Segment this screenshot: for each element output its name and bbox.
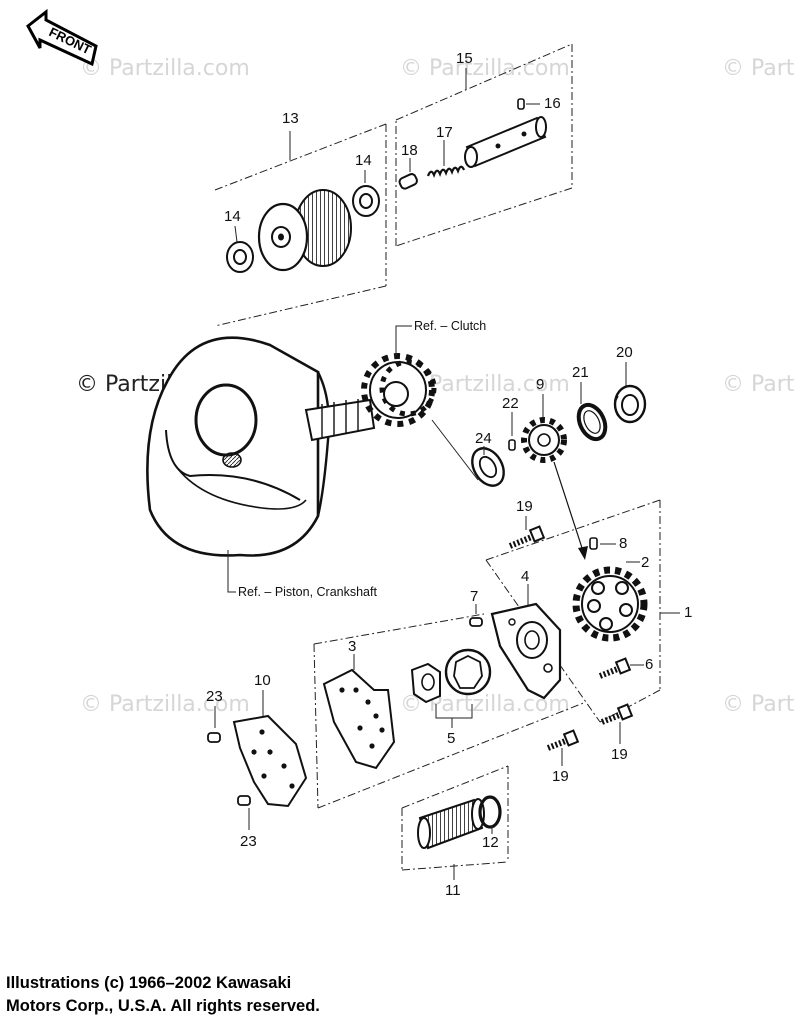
group-box-15 — [395, 43, 573, 247]
part-label-9: 9 — [536, 376, 545, 393]
part-label-20: 20 — [616, 344, 633, 361]
part-label-2: 2 — [641, 554, 650, 571]
copyright-line-2: Motors Corp., U.S.A. All rights reserved… — [6, 997, 320, 1015]
watermark: © Partzilla.com — [400, 372, 570, 397]
copyright-line-1: Illustrations (c) 1966–2002 Kawasaki — [6, 974, 292, 992]
part-label-18: 18 — [401, 142, 418, 159]
key-22 — [508, 439, 516, 451]
bolt-19-lower-right — [600, 703, 634, 725]
part-label-19a: 19 — [516, 498, 533, 515]
watermark: © Part — [722, 372, 795, 397]
front-arrow-icon: FRONT — [26, 8, 98, 67]
part-label-6: 6 — [645, 656, 654, 673]
pin-16 — [517, 98, 525, 110]
pin-8 — [589, 537, 598, 550]
spring-17 — [426, 165, 466, 178]
part-label-21: 21 — [572, 364, 589, 381]
pin-18 — [398, 173, 418, 190]
copyright-notice: Illustrations (c) 1966–2002 Kawasaki Mot… — [6, 972, 320, 1018]
clutch-housing — [146, 336, 376, 557]
dowel-23-top — [207, 732, 221, 743]
clutch-gear — [361, 353, 437, 427]
ref-crankshaft: Ref. – Piston, Crankshaft — [238, 585, 377, 599]
part-label-16: 16 — [544, 95, 561, 112]
gear-9 — [521, 417, 567, 463]
group-box-11 — [401, 765, 509, 871]
watermark: © Partzilla.com — [80, 692, 250, 717]
leader-14a — [234, 225, 238, 243]
arrow-line — [553, 461, 585, 555]
pump-body-4 — [490, 602, 562, 700]
watermark: © Part — [722, 692, 795, 717]
part-label-10: 10 — [254, 672, 271, 689]
group-box-13 — [214, 123, 387, 327]
part-label-3: 3 — [348, 638, 357, 655]
part-label-13: 13 — [282, 110, 299, 127]
leader-clutch — [395, 325, 412, 356]
oil-filter-gear-13 — [257, 189, 352, 272]
part-label-24: 24 — [475, 430, 492, 447]
ref-clutch: Ref. – Clutch — [414, 319, 487, 333]
part-label-5: 5 — [447, 730, 456, 747]
oil-seal-14-right — [352, 185, 380, 217]
circlip-21 — [576, 402, 608, 442]
oil-strainer-11 — [417, 798, 485, 850]
part-label-8: 8 — [619, 535, 628, 552]
part-label-23a: 23 — [206, 688, 223, 705]
watermark: © Partzilla.com — [80, 56, 250, 81]
part-label-7: 7 — [470, 588, 479, 605]
part-label-23b: 23 — [240, 833, 257, 850]
part-label-17: 17 — [436, 124, 453, 141]
part-label-22: 22 — [502, 395, 519, 412]
dowel-23-bottom — [237, 795, 251, 806]
group-box-3 — [313, 613, 587, 809]
bearing-20 — [613, 384, 647, 424]
pump-rotor-5 — [410, 648, 492, 704]
watermark: © Part — [722, 56, 795, 81]
leader-line — [431, 419, 479, 481]
arrow-head-icon — [578, 546, 588, 560]
part-label-1: 1 — [684, 604, 693, 621]
part-label-15: 15 — [456, 50, 473, 67]
o-ring-12 — [478, 795, 502, 829]
part-label-19c: 19 — [611, 746, 628, 763]
bolt-19-lower-left — [546, 729, 580, 751]
washer-24 — [471, 447, 505, 487]
part-label-19b: 19 — [552, 768, 569, 785]
part-label-12: 12 — [482, 834, 499, 851]
leader-5 — [435, 704, 473, 728]
part-label-4: 4 — [521, 568, 530, 585]
bolt-19-top — [508, 525, 546, 549]
bolt-6 — [598, 657, 632, 679]
dowel-7 — [469, 617, 483, 627]
shaft-15 — [464, 116, 547, 168]
leader-crank — [227, 550, 236, 593]
plate-10 — [232, 714, 308, 808]
watermark: © Partzilla.com — [400, 56, 570, 81]
pump-gear-2 — [572, 566, 648, 642]
part-label-14a: 14 — [224, 208, 241, 225]
pump-cover-3 — [322, 668, 396, 770]
part-label-11: 11 — [445, 882, 461, 899]
part-label-14b: 14 — [355, 152, 372, 169]
oil-seal-14 — [226, 241, 254, 273]
